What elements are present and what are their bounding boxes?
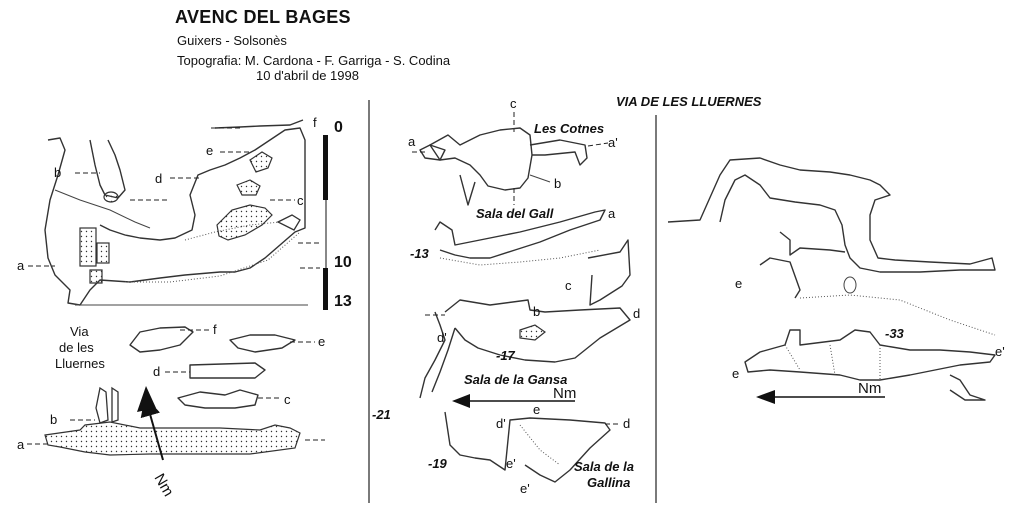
- room-label-gall: Sala del Gall: [476, 206, 554, 221]
- label-e-right: e: [735, 276, 742, 291]
- label-a-top: a: [17, 258, 25, 273]
- depth-17: -17: [496, 348, 516, 363]
- room-label-gallina-2: Gallina: [587, 475, 630, 490]
- depth-19: -19: [428, 456, 448, 471]
- label-e-gallina: e: [533, 402, 540, 417]
- label-d-gansa: d: [633, 306, 640, 321]
- label-e-prime-2: e': [520, 481, 530, 496]
- label-f-top: f: [313, 115, 317, 130]
- depth-33: -33: [885, 326, 905, 341]
- label-d-top: d: [155, 171, 162, 186]
- label-e-prime-1: e': [506, 456, 516, 471]
- survey-credits: Topografia: M. Cardona - F. Garriga - S.…: [177, 53, 451, 68]
- label-e-top: e: [206, 143, 213, 158]
- center-section-gansa: b d d' -17 Sala de la Gansa Nm -21: [372, 299, 640, 422]
- north-label-left: Nm: [151, 471, 177, 500]
- label-c-section: c: [565, 278, 572, 293]
- survey-title: AVENC DEL BAGES: [175, 7, 351, 27]
- room-label-gansa: Sala de la Gansa: [464, 372, 567, 387]
- label-a-plan: a: [17, 437, 25, 452]
- center-section-gall: a -13 c: [410, 206, 631, 306]
- depth-21: -21: [372, 407, 391, 422]
- label-e-right-bottom: e: [732, 366, 739, 381]
- label-a-gall: a: [608, 206, 616, 221]
- label-e-prime-right: e': [995, 344, 1005, 359]
- via-label-line1: Via: [70, 324, 89, 339]
- label-f-plan: f: [213, 322, 217, 337]
- north-label-right: Nm: [858, 380, 881, 397]
- label-c-top: c: [297, 193, 304, 208]
- room-label-gallina-1: Sala de la: [574, 459, 634, 474]
- north-label-center: Nm: [553, 385, 576, 402]
- label-d-gallina: d: [623, 416, 630, 431]
- section-title-lluernes: VIA DE LES LLUERNES: [616, 94, 762, 109]
- label-d-plan: d: [153, 364, 160, 379]
- center-section-gallina: d' e d -19 e' e' Sala de la Gallina: [428, 402, 634, 496]
- right-section-profile: e -33 e e' Nm: [667, 157, 1005, 404]
- label-a-center: a: [408, 134, 416, 149]
- label-a-prime: a': [608, 135, 618, 150]
- via-label-line2: de les: [59, 340, 94, 355]
- label-c-plan: c: [284, 392, 291, 407]
- label-e-plan: e: [318, 334, 325, 349]
- label-d-prime-gansa: d': [437, 330, 447, 345]
- center-plan-cotnes: c a a' Les Cotnes b Sala del Gall: [408, 96, 618, 221]
- left-plan-view: Via de les Lluernes f e d c b a Nm: [17, 322, 325, 500]
- survey-location: Guixers - Solsonès: [177, 33, 287, 48]
- depth-scale: 0 10 13: [323, 119, 352, 310]
- label-d-prime-gallina: d': [496, 416, 506, 431]
- left-section-profile: [28, 119, 320, 306]
- survey-date: 10 d'abril de 1998: [256, 68, 359, 83]
- label-c-center: c: [510, 96, 517, 111]
- scale-label-13: 13: [334, 293, 352, 310]
- label-b-gansa: b: [533, 304, 540, 319]
- scale-label-10: 10: [334, 254, 352, 271]
- via-label-line3: Lluernes: [55, 356, 105, 371]
- label-b-top: b: [54, 165, 61, 180]
- room-label-cotnes: Les Cotnes: [534, 121, 604, 136]
- scale-label-0: 0: [334, 119, 343, 136]
- depth-13: -13: [410, 246, 430, 261]
- label-b-plan: b: [50, 412, 57, 427]
- label-b-center: b: [554, 176, 561, 191]
